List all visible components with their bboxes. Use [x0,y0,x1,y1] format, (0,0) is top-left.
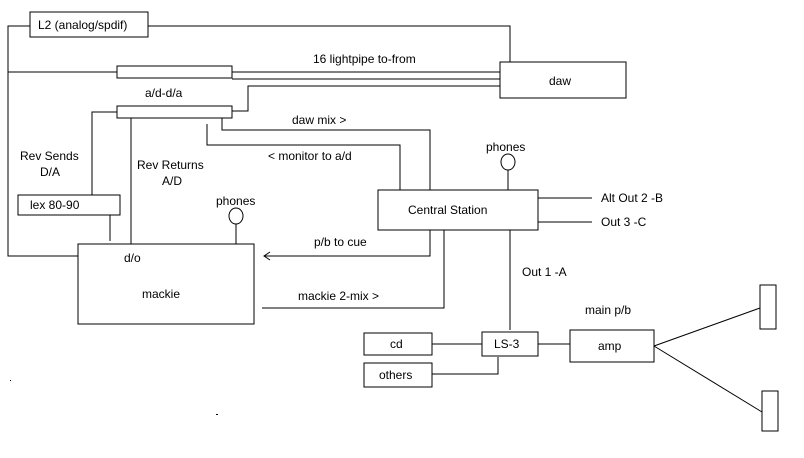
cd-label: cd [390,337,403,351]
cue-arrowhead [263,251,271,261]
others-node: others [363,362,433,388]
daw-label: daw [549,74,571,88]
others-label: others [379,368,412,382]
central-station-node: Central Station [377,189,539,231]
pb-cue-label: p/b to cue [314,235,367,249]
mackie-phones-icon [228,207,244,225]
speaker-top [759,284,777,330]
wire-others-to-ls3 [432,357,499,375]
rev-sends-label: Rev Sends [20,149,79,163]
main-pb-label: main p/b [585,303,631,317]
l2-label: L2 (analog/spdif) [38,18,127,32]
daw-node: daw [499,61,627,99]
ls3-node: LS-3 [481,331,539,357]
cd-node: cd [363,332,433,356]
ls3-label: LS-3 [494,337,520,351]
speck-2 [216,414,218,415]
l2-node: L2 (analog/spdif) [29,11,149,38]
rev-returns-label: Rev Returns [137,158,204,172]
mackie-phones-label: phones [216,194,255,208]
lex-node: lex 80-90 [17,194,121,216]
daw-mix-label: daw mix > [292,113,346,127]
central-phones-label: phones [486,140,525,154]
monitor-label: < monitor to a/d [268,149,352,163]
mackie-do-label: d/o [124,251,141,265]
central-phones-icon [500,153,516,171]
wire-ad-to-lex [91,111,117,195]
speck-1 [10,380,11,381]
lex-label: lex 80-90 [30,198,80,212]
rev-sends-sub-label: D/A [40,165,60,179]
wire-monitor-to-ad [206,124,401,190]
speaker-bottom [761,390,779,432]
wire-pb-to-cue [264,230,431,257]
lightpipe-label: 16 lightpipe to-from [313,52,416,66]
connection-lines [7,25,763,413]
mackie-2mix-label: mackie 2-mix > [298,289,379,303]
out1-label: Out 1 -A [522,265,567,279]
rev-returns-sub-label: A/D [162,174,182,188]
wire-l2-to-daw [148,25,511,62]
wire-amp-to-speaker-bottom [653,345,763,413]
ad-da-node: a/d-d/a [116,86,233,119]
amp-node: amp [569,329,655,363]
diagram-labels: 16 lightpipe to-from daw mix > < monitor… [20,52,663,317]
mackie-node: d/o mackie [77,243,255,325]
wire-mackie-2mix [262,230,445,309]
out3-label: Out 3 -C [601,215,647,229]
wire-amp-to-speaker-top [653,307,761,347]
wire-ad-to-daw [232,85,500,112]
ad-da-label: a/d-d/a [145,86,183,100]
wire-l2-to-mackie [7,25,78,257]
mackie-label: mackie [142,287,180,301]
central-label: Central Station [408,203,487,217]
alt-out-label: Alt Out 2 -B [601,191,663,205]
wire-daw-mix [221,118,431,190]
amp-label: amp [598,339,622,353]
upper-ad-node [116,65,233,79]
